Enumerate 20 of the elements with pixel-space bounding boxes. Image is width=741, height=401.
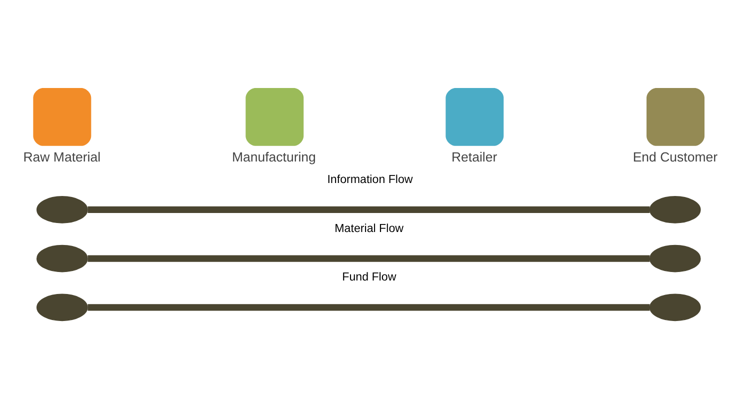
edge-label: Information Flow: [327, 173, 413, 186]
node-box: [446, 87, 504, 146]
node-label: Raw Material: [23, 148, 101, 164]
connector: [88, 254, 650, 262]
node-ellipse: [36, 293, 88, 321]
node-ellipse: [649, 244, 701, 272]
node-ellipse: [36, 196, 88, 223]
node-box: [246, 87, 304, 146]
node-label: Manufacturing: [232, 148, 316, 164]
connector: [88, 304, 650, 310]
connector: [88, 206, 650, 212]
node-box: [33, 87, 92, 146]
node-label: End Customer: [632, 148, 718, 164]
node-box: [646, 87, 704, 146]
node-ellipse: [649, 196, 701, 223]
edge-label: Fund Flow: [342, 271, 396, 284]
edge-label: Material Flow: [334, 222, 404, 234]
node-label: Retailer: [451, 148, 498, 164]
node-ellipse: [649, 293, 701, 321]
node-ellipse: [36, 244, 88, 272]
